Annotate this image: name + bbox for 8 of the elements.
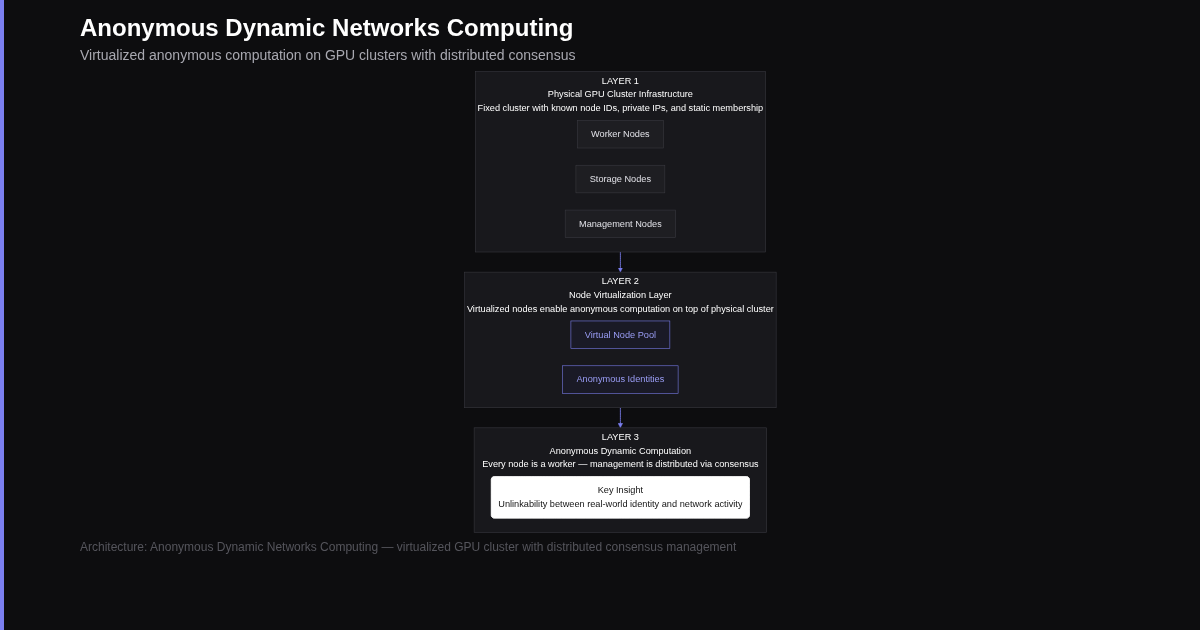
node-box: Anonymous Identities xyxy=(561,365,679,394)
subtitle: Virtualized anonymous computation on GPU clusters with distributed consensus xyxy=(80,47,576,63)
node-box: Storage Nodes xyxy=(575,164,665,194)
node-box: Worker Nodes xyxy=(576,120,664,149)
node-box: Virtual Node Pool xyxy=(570,320,670,349)
caption: Architecture: Anonymous Dynamic Networks Computing — virtualized GPU cluster with distributed consensus management xyxy=(80,540,737,554)
node-box: Management Nodes xyxy=(564,209,676,238)
title: Anonymous Dynamic Networks Computing xyxy=(80,14,574,42)
